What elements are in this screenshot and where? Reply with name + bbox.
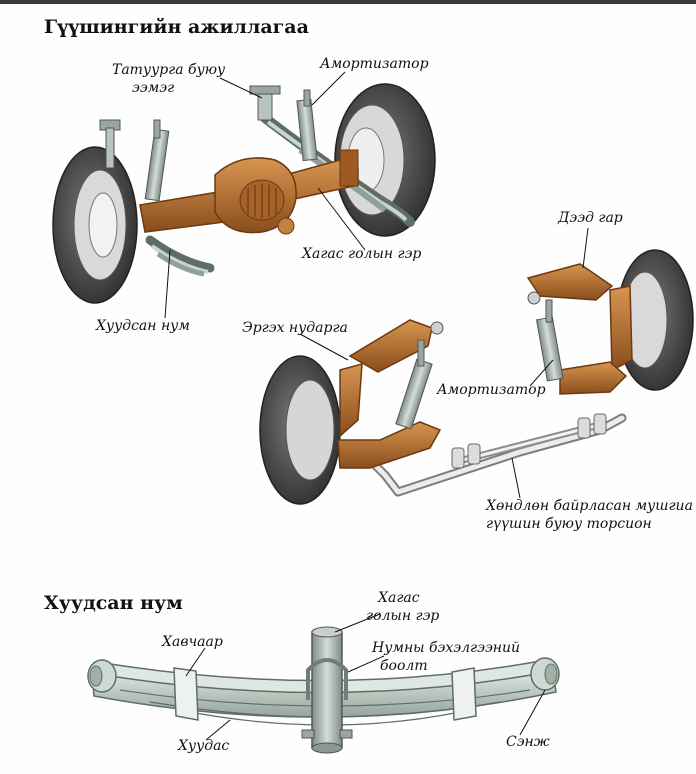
front-right-shock [535,299,564,382]
label-senzh: Сэнж [506,734,550,750]
label-numny-1: Нумны бэхэлгээний [372,640,521,656]
label-khagas-gol-top: Хагас голын гэр [302,246,422,262]
label-ergekh-nudarga: Эргэх нударга [242,320,348,336]
rear-axle-assembly [52,83,436,304]
front-suspension-assembly [259,249,694,505]
top-bar [0,0,696,4]
rear-left-shock [144,119,170,202]
leaf-spring-heading: Хуудсан нум [44,592,183,614]
front-right-knuckle [609,285,633,372]
spring-eye-left [87,659,117,693]
label-khuudas: Хуудас [178,738,230,754]
label-amortizator-mid: Амортизатор [437,382,546,398]
spring-clamp-left [173,667,199,721]
label-torsion-2: гүүшин буюу торсион [486,516,652,532]
front-right-wheel [616,249,694,391]
spring-eye-right [530,657,560,691]
front-left-upper-arm [348,319,444,373]
u-bolt [301,658,353,739]
rear-left-wheel [52,146,138,304]
label-khagas-2: голын гэр [366,608,440,624]
label-torsion-1: Хөндлөн байрласан мушгиа [486,498,693,514]
leaf-spring-detail [87,626,560,754]
label-tatuurga-2: ээмэг [132,80,175,96]
rear-right-shock [296,89,318,162]
front-right-upper-arm [526,263,614,305]
torsion-bar [355,413,627,497]
front-left-shock [395,339,433,430]
label-deed-gar: Дээд гар [558,210,623,226]
label-khavchaar: Хавчаар [162,634,223,650]
label-khagas-1: Хагас [378,590,420,606]
front-right-lower-arm [559,361,628,395]
spring-clamp-right [451,667,477,721]
axle-tube [311,626,343,754]
label-amortizator-top: Амортизатор [320,56,429,72]
front-left-knuckle [339,362,363,438]
front-left-lower-arm [337,421,442,469]
front-left-wheel [259,355,341,505]
rear-left-leaf-spring [145,235,215,277]
main-heading: Гүүшингийн ажиллагаа [44,16,309,38]
rear-left-hanger [99,119,121,169]
label-tatuurga-1: Татуурга буюу [112,62,226,78]
leader-lines [164,71,589,741]
label-khuudsan-num: Хуудсан нум [96,318,190,334]
label-numny-2: боолт [380,658,428,674]
rear-axle-housing [139,149,359,235]
